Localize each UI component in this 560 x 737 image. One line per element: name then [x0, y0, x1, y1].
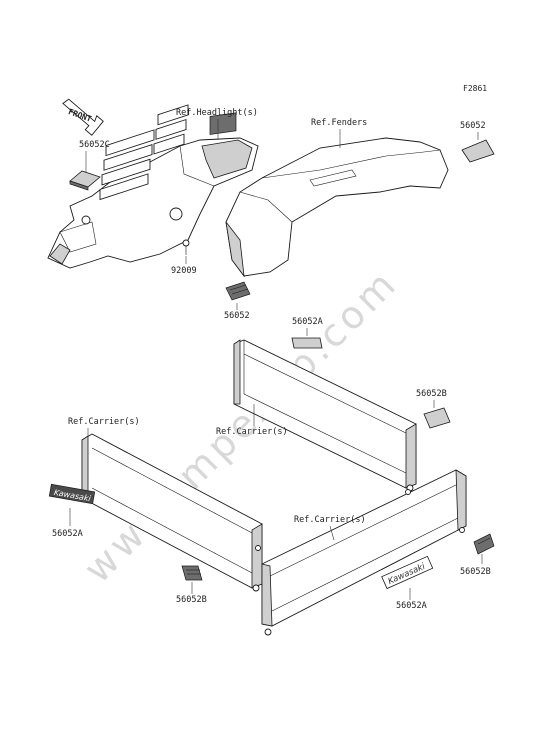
front-arrow-icon: FRONT [62, 98, 104, 136]
label-56052-top-right: 56052 [460, 121, 486, 131]
screw-icon [182, 239, 190, 255]
carrier-panel-right [233, 339, 417, 492]
label-56052b-small: 56052B [176, 595, 207, 605]
ref-headlight: Ref.Headlight(s) [176, 108, 258, 118]
decal-56052b-bottom-right [473, 533, 495, 555]
fenders-part [225, 137, 449, 278]
label-56052a-left: 56052A [52, 529, 83, 539]
label-56052-center: 56052 [224, 311, 250, 321]
headlight-cover-part [47, 104, 259, 269]
label-56052b-bottom-right: 56052B [460, 567, 491, 577]
decal-56052-top-right [461, 139, 495, 163]
label-56052a-upper: 56052A [292, 317, 323, 327]
label-56052c: 56052C [79, 140, 110, 150]
decal-56052c [69, 170, 101, 191]
ref-fenders: Ref.Fenders [311, 118, 367, 128]
decal-56052b-small [181, 565, 203, 581]
ref-carrier-left: Ref.Carrier(s) [68, 417, 140, 427]
label-92009: 92009 [171, 266, 197, 276]
diagram-code: F2861 [463, 84, 487, 93]
label-56052a-bottom: 56052A [396, 601, 427, 611]
carrier-panel-front [261, 469, 467, 636]
ref-carrier-center: Ref.Carrier(s) [216, 427, 288, 437]
grille [99, 104, 189, 201]
decal-56052a-upper [291, 337, 323, 349]
decal-56052-center [225, 281, 251, 301]
decal-56052b-right [423, 407, 451, 429]
label-56052b-right: 56052B [416, 389, 447, 399]
ref-carrier-bottom: Ref.Carrier(s) [294, 515, 366, 525]
